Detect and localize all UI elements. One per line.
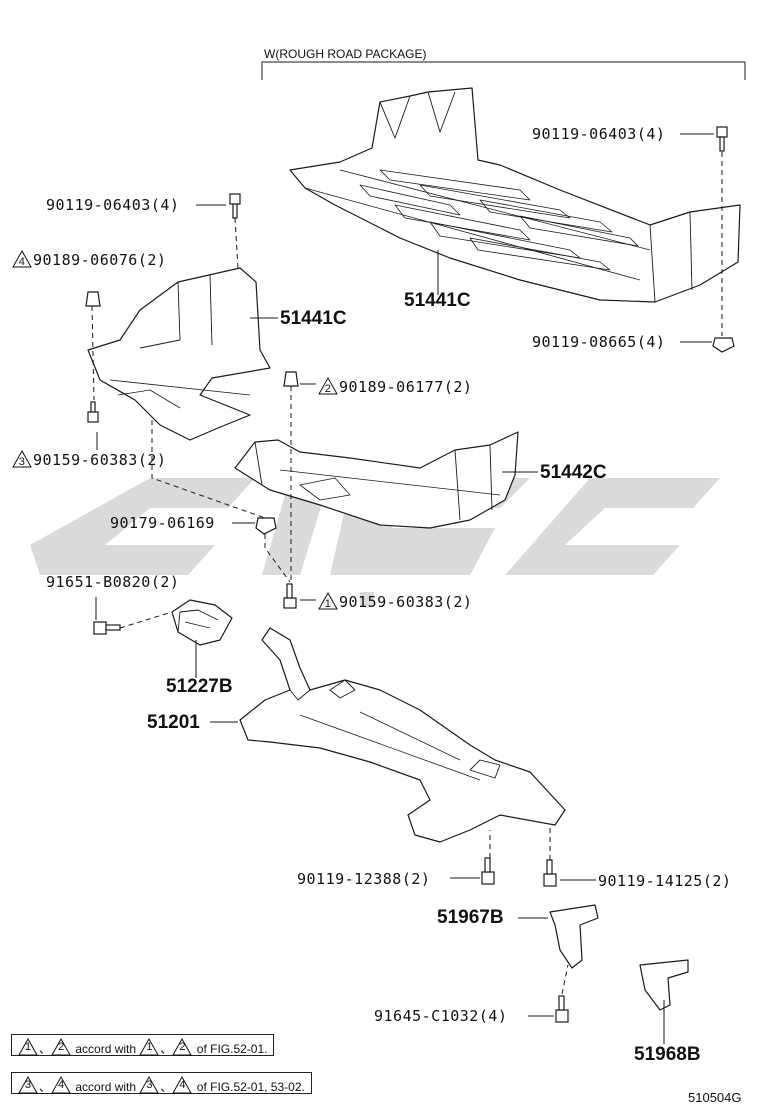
under-cover-rough-road — [289, 87, 741, 303]
front-crossmember — [239, 627, 566, 843]
clip-icon — [283, 371, 299, 387]
triangle-mark-icon: 1 — [318, 592, 338, 610]
part-label-90119-08665: 90119-08665(4) — [532, 333, 666, 351]
part-label-51968b: 51968B — [634, 1044, 701, 1065]
part-label-51967b: 51967B — [437, 907, 504, 928]
package-header: W(ROUGH ROAD PACKAGE) — [264, 47, 427, 61]
bolt-icon — [87, 401, 99, 423]
part-label-51201: 51201 — [147, 712, 200, 733]
triangle-mark-icon: 4 — [12, 250, 32, 268]
part-label-51227b: 51227B — [166, 676, 233, 697]
part-label-91645-c1032: 91645-C1032(4) — [374, 1007, 508, 1025]
under-cover-left — [87, 267, 271, 441]
bolt-icon — [481, 857, 495, 885]
nut-icon — [712, 337, 735, 353]
bolt-icon — [716, 126, 728, 152]
bolt-icon — [543, 859, 557, 887]
triangle-mark-icon: 2 — [51, 1038, 71, 1056]
triangle-mark-icon: 4 — [172, 1076, 193, 1094]
part-label-51441c-right: 51441C — [404, 290, 471, 311]
bracket-51967b — [549, 904, 599, 969]
part-label-90119-06403-left: 90119-06403(4) — [46, 196, 180, 214]
part-label-90119-12388: 90119-12388(2) — [297, 870, 431, 888]
bracket-51227b — [171, 599, 233, 646]
part-label-51441c-left: 51441C — [280, 308, 347, 329]
figure-code: 510504G — [688, 1090, 742, 1105]
part-label-90179-06169: 90179-06169 — [110, 514, 215, 532]
triangle-mark-icon: 1 — [139, 1038, 160, 1056]
triangle-mark-icon: 1 — [18, 1038, 38, 1056]
part-label-90119-06403-right: 90119-06403(4) — [532, 125, 666, 143]
triangle-mark-icon: 3 — [139, 1076, 160, 1094]
note-box-2: 3、4 accord with 3、4 of FIG.52-01, 53-02. — [11, 1072, 312, 1094]
nut-icon — [255, 517, 277, 535]
triangle-mark-icon: 2 — [318, 377, 338, 395]
part-label-51442c: 51442C — [540, 462, 607, 483]
under-cover-center — [234, 431, 519, 529]
triangle-mark-icon: 2 — [172, 1038, 193, 1056]
triangle-mark-icon: 4 — [51, 1076, 71, 1094]
part-label-91651-b0820: 91651-B0820(2) — [46, 573, 180, 591]
bolt-icon — [93, 621, 121, 635]
note-box-1: 1、2 accord with 1、2 of FIG.52-01. — [11, 1034, 275, 1056]
bolt-icon — [229, 193, 241, 219]
bolt-icon — [283, 583, 297, 609]
bolt-icon — [555, 995, 569, 1023]
clip-icon — [85, 291, 101, 307]
part-label-90119-14125: 90119-14125(2) — [598, 872, 732, 890]
triangle-mark-icon: 3 — [12, 450, 32, 468]
bracket-51968b — [639, 959, 689, 1011]
triangle-mark-icon: 3 — [18, 1076, 38, 1094]
